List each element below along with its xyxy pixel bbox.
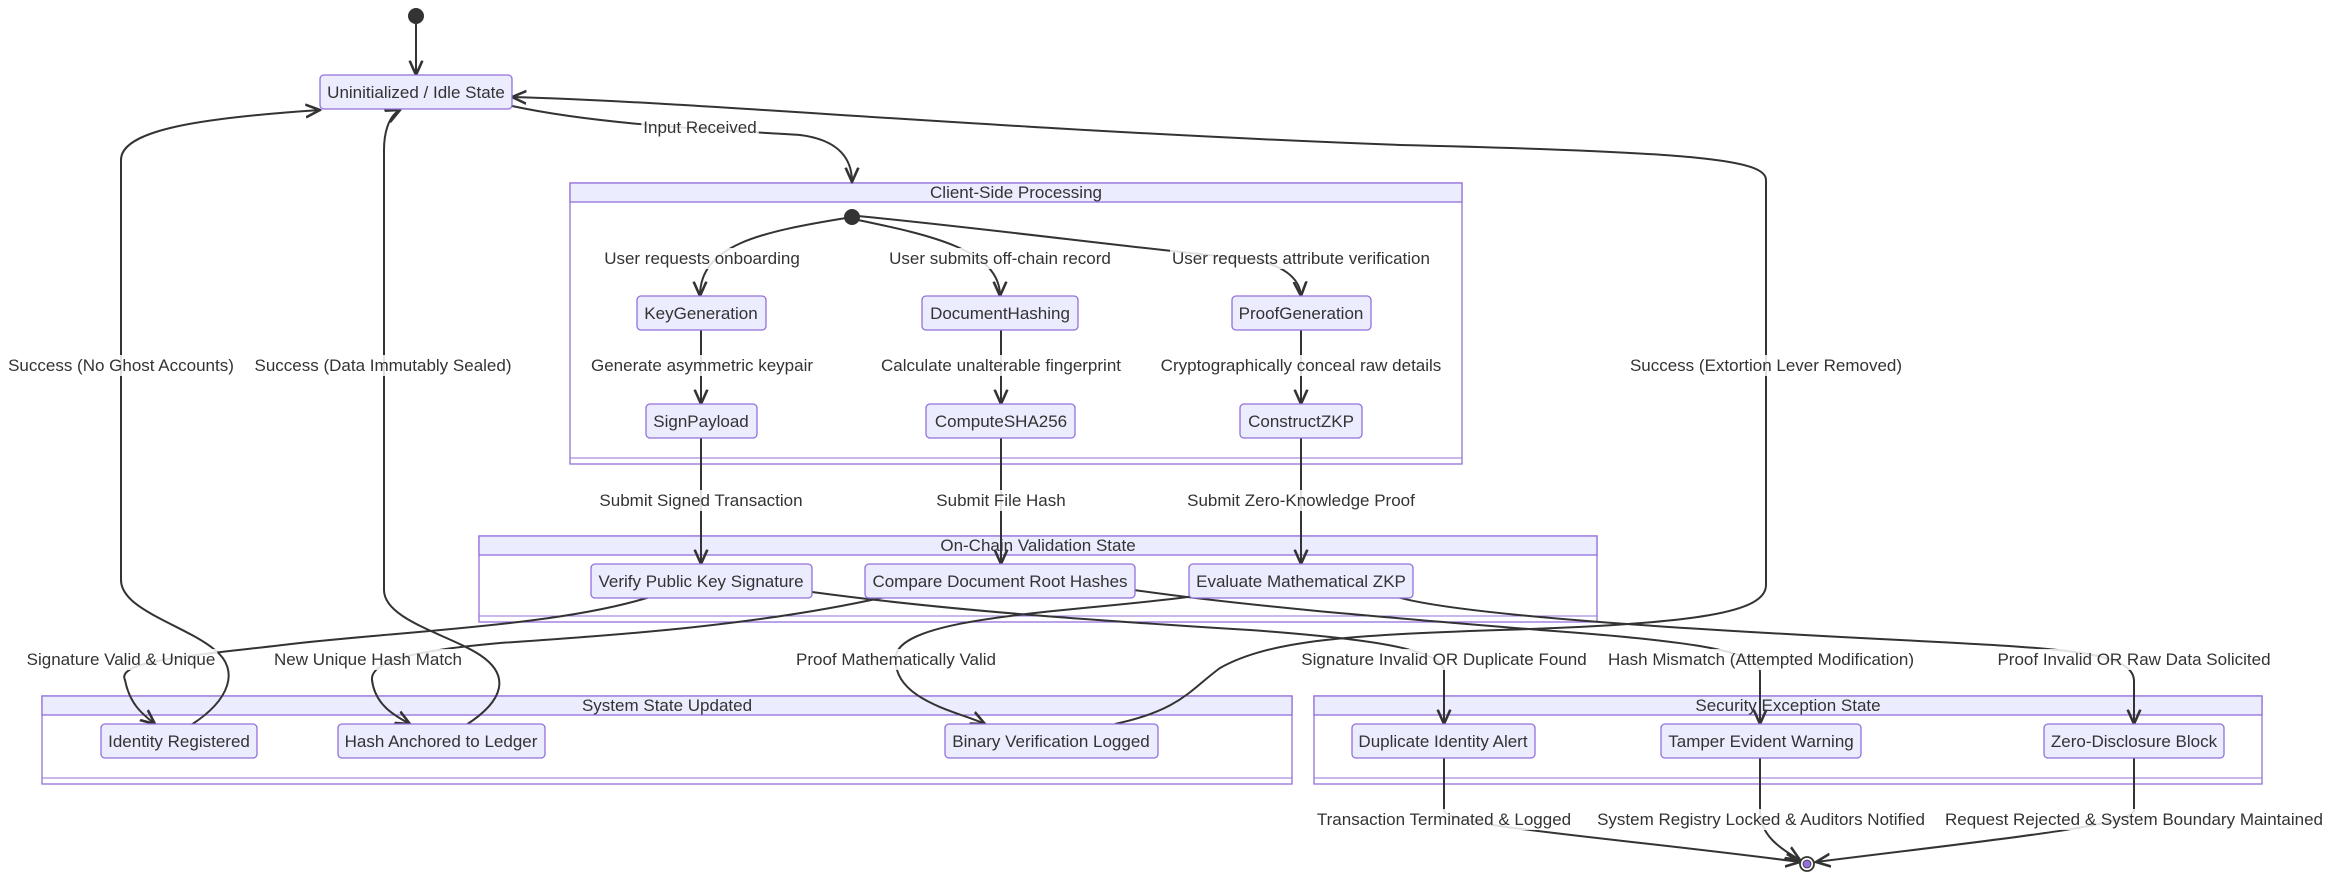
edge-label-background <box>934 490 1068 511</box>
state-zero-disclosure[interactable]: Zero-Disclosure Block <box>2043 723 2225 759</box>
inner-start-marker <box>844 209 860 225</box>
edge-anchored-to-idle <box>383 110 501 726</box>
cluster-title-security: Security Exception State <box>1695 696 1880 715</box>
edge-label-background <box>887 248 1113 269</box>
svg-text:ComputeSHA256: ComputeSHA256 <box>935 412 1067 431</box>
edge-evaluate-to-binary <box>894 595 1196 724</box>
state-construct-zkp[interactable]: ConstructZKP <box>1239 403 1363 439</box>
svg-text:Zero-Disclosure Block: Zero-Disclosure Block <box>2051 732 2218 751</box>
svg-text:Uninitialized / Idle State: Uninitialized / Idle State <box>327 83 505 102</box>
cluster-title-onchain: On-Chain Validation State <box>940 536 1135 555</box>
label-req-onboarding: User requests onboarding <box>604 249 800 268</box>
label-calc-fingerprint: Calculate unalterable fingerprint <box>881 356 1121 375</box>
svg-text:ProofGeneration: ProofGeneration <box>1239 304 1364 323</box>
edge-label-background <box>878 355 1124 376</box>
label-submit-signed: Submit Signed Transaction <box>599 491 802 510</box>
state-compare-hashes[interactable]: Compare Document Root Hashes <box>864 563 1136 599</box>
edge-identity-to-idle <box>120 110 320 726</box>
edge-label-background <box>1943 809 2325 830</box>
label-sig-valid: Signature Valid & Unique <box>27 650 216 669</box>
label-req-attr: User requests attribute verification <box>1172 249 1430 268</box>
edge-label-background <box>641 117 759 138</box>
edge-label-background <box>271 649 465 670</box>
state-nodes: Uninitialized / Idle State KeyGeneration… <box>100 74 2225 759</box>
state-identity-registered[interactable]: Identity Registered <box>100 723 258 759</box>
edge-label-background <box>6 355 236 376</box>
state-verify-signature[interactable]: Verify Public Key Signature <box>590 563 813 599</box>
state-evaluate-zkp[interactable]: Evaluate Mathematical ZKP <box>1188 563 1414 599</box>
label-registry-locked: System Registry Locked & Auditors Notifi… <box>1597 810 1925 829</box>
state-key-generation[interactable]: KeyGeneration <box>636 295 767 331</box>
end-marker <box>1799 856 1815 872</box>
edge-verify-to-identity <box>123 596 651 724</box>
label-proof-valid: Proof Mathematically Valid <box>796 650 996 669</box>
transition-labels: Input Received User requests onboarding … <box>6 117 2325 830</box>
label-input-received: Input Received <box>643 118 756 137</box>
edge-label-background <box>1595 809 1927 830</box>
state-compute-sha256[interactable]: ComputeSHA256 <box>925 403 1076 439</box>
edge-label-background <box>1605 649 1917 670</box>
svg-text:Evaluate Mathematical ZKP: Evaluate Mathematical ZKP <box>1196 572 1406 591</box>
edge-label-background <box>1995 649 2273 670</box>
svg-text:Compare Document Root Hashes: Compare Document Root Hashes <box>872 572 1127 591</box>
label-submit-zkp: Submit Zero-Knowledge Proof <box>1187 491 1415 510</box>
state-proof-generation[interactable]: ProofGeneration <box>1231 295 1372 331</box>
label-hash-mismatch: Hash Mismatch (Attempted Modification) <box>1608 650 1914 669</box>
svg-text:Tamper Evident Warning: Tamper Evident Warning <box>1668 732 1854 751</box>
edge-label-background <box>1314 809 1574 830</box>
label-submit-hash: Submit File Hash <box>936 491 1065 510</box>
svg-text:KeyGeneration: KeyGeneration <box>644 304 757 323</box>
edge-label-background <box>24 649 218 670</box>
state-hash-anchored[interactable]: Hash Anchored to Ledger <box>337 723 546 759</box>
label-gen-keypair: Generate asymmetric keypair <box>591 356 813 375</box>
edge-inner-start-to-dochash <box>857 219 1000 296</box>
edge-label-background <box>1170 248 1432 269</box>
edge-inner-start-to-keygen <box>700 217 847 296</box>
svg-text:SignPayload: SignPayload <box>653 412 748 431</box>
state-tamper-warning[interactable]: Tamper Evident Warning <box>1660 723 1862 759</box>
state-binary-logged[interactable]: Binary Verification Logged <box>944 723 1159 759</box>
edge-label-background <box>1299 649 1589 670</box>
label-tx-terminated: Transaction Terminated & Logged <box>1317 810 1571 829</box>
edge-label-background <box>602 248 802 269</box>
edge-label-background <box>794 649 998 670</box>
label-sig-invalid: Signature Invalid OR Duplicate Found <box>1301 650 1586 669</box>
svg-text:Binary Verification Logged: Binary Verification Logged <box>952 732 1150 751</box>
label-success-extortion: Success (Extortion Lever Removed) <box>1630 356 1902 375</box>
state-sign-payload[interactable]: SignPayload <box>645 403 758 439</box>
svg-text:Verify Public Key Signature: Verify Public Key Signature <box>598 572 803 591</box>
edge-label-background <box>1158 355 1444 376</box>
label-proof-invalid: Proof Invalid OR Raw Data Solicited <box>1997 650 2270 669</box>
edge-label-background <box>1185 490 1418 511</box>
state-idle[interactable]: Uninitialized / Idle State <box>319 74 513 110</box>
edge-label-background <box>588 355 816 376</box>
svg-text:Hash Anchored to Ledger: Hash Anchored to Ledger <box>345 732 538 751</box>
svg-text:Identity Registered: Identity Registered <box>108 732 250 751</box>
label-conceal: Cryptographically conceal raw details <box>1161 356 1442 375</box>
edge-binary-to-idle <box>512 97 1767 725</box>
label-request-rejected: Request Rejected & System Boundary Maint… <box>1945 810 2323 829</box>
label-new-hash: New Unique Hash Match <box>274 650 462 669</box>
svg-text:DocumentHashing: DocumentHashing <box>930 304 1070 323</box>
svg-text:Duplicate Identity Alert: Duplicate Identity Alert <box>1358 732 1527 751</box>
state-document-hashing[interactable]: DocumentHashing <box>921 295 1079 331</box>
state-duplicate-alert[interactable]: Duplicate Identity Alert <box>1351 723 1536 759</box>
label-success-ghost: Success (No Ghost Accounts) <box>8 356 234 375</box>
cluster-title-client: Client-Side Processing <box>930 183 1102 202</box>
cluster-title-updated: System State Updated <box>582 696 752 715</box>
svg-text:ConstructZKP: ConstructZKP <box>1248 412 1354 431</box>
edge-compare-to-anchored <box>370 596 886 724</box>
edge-label-background <box>597 490 805 511</box>
label-success-sealed: Success (Data Immutably Sealed) <box>255 356 512 375</box>
edge-label-background <box>1627 355 1905 376</box>
start-marker <box>408 8 424 24</box>
label-submit-record: User submits off-chain record <box>889 249 1111 268</box>
edge-label-background <box>252 355 514 376</box>
